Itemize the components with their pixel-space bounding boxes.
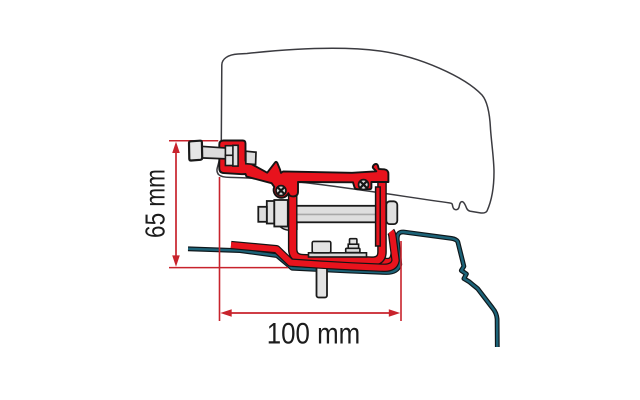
svg-text:65 mm: 65 mm <box>140 169 171 238</box>
svg-text:100 mm: 100 mm <box>267 317 360 350</box>
